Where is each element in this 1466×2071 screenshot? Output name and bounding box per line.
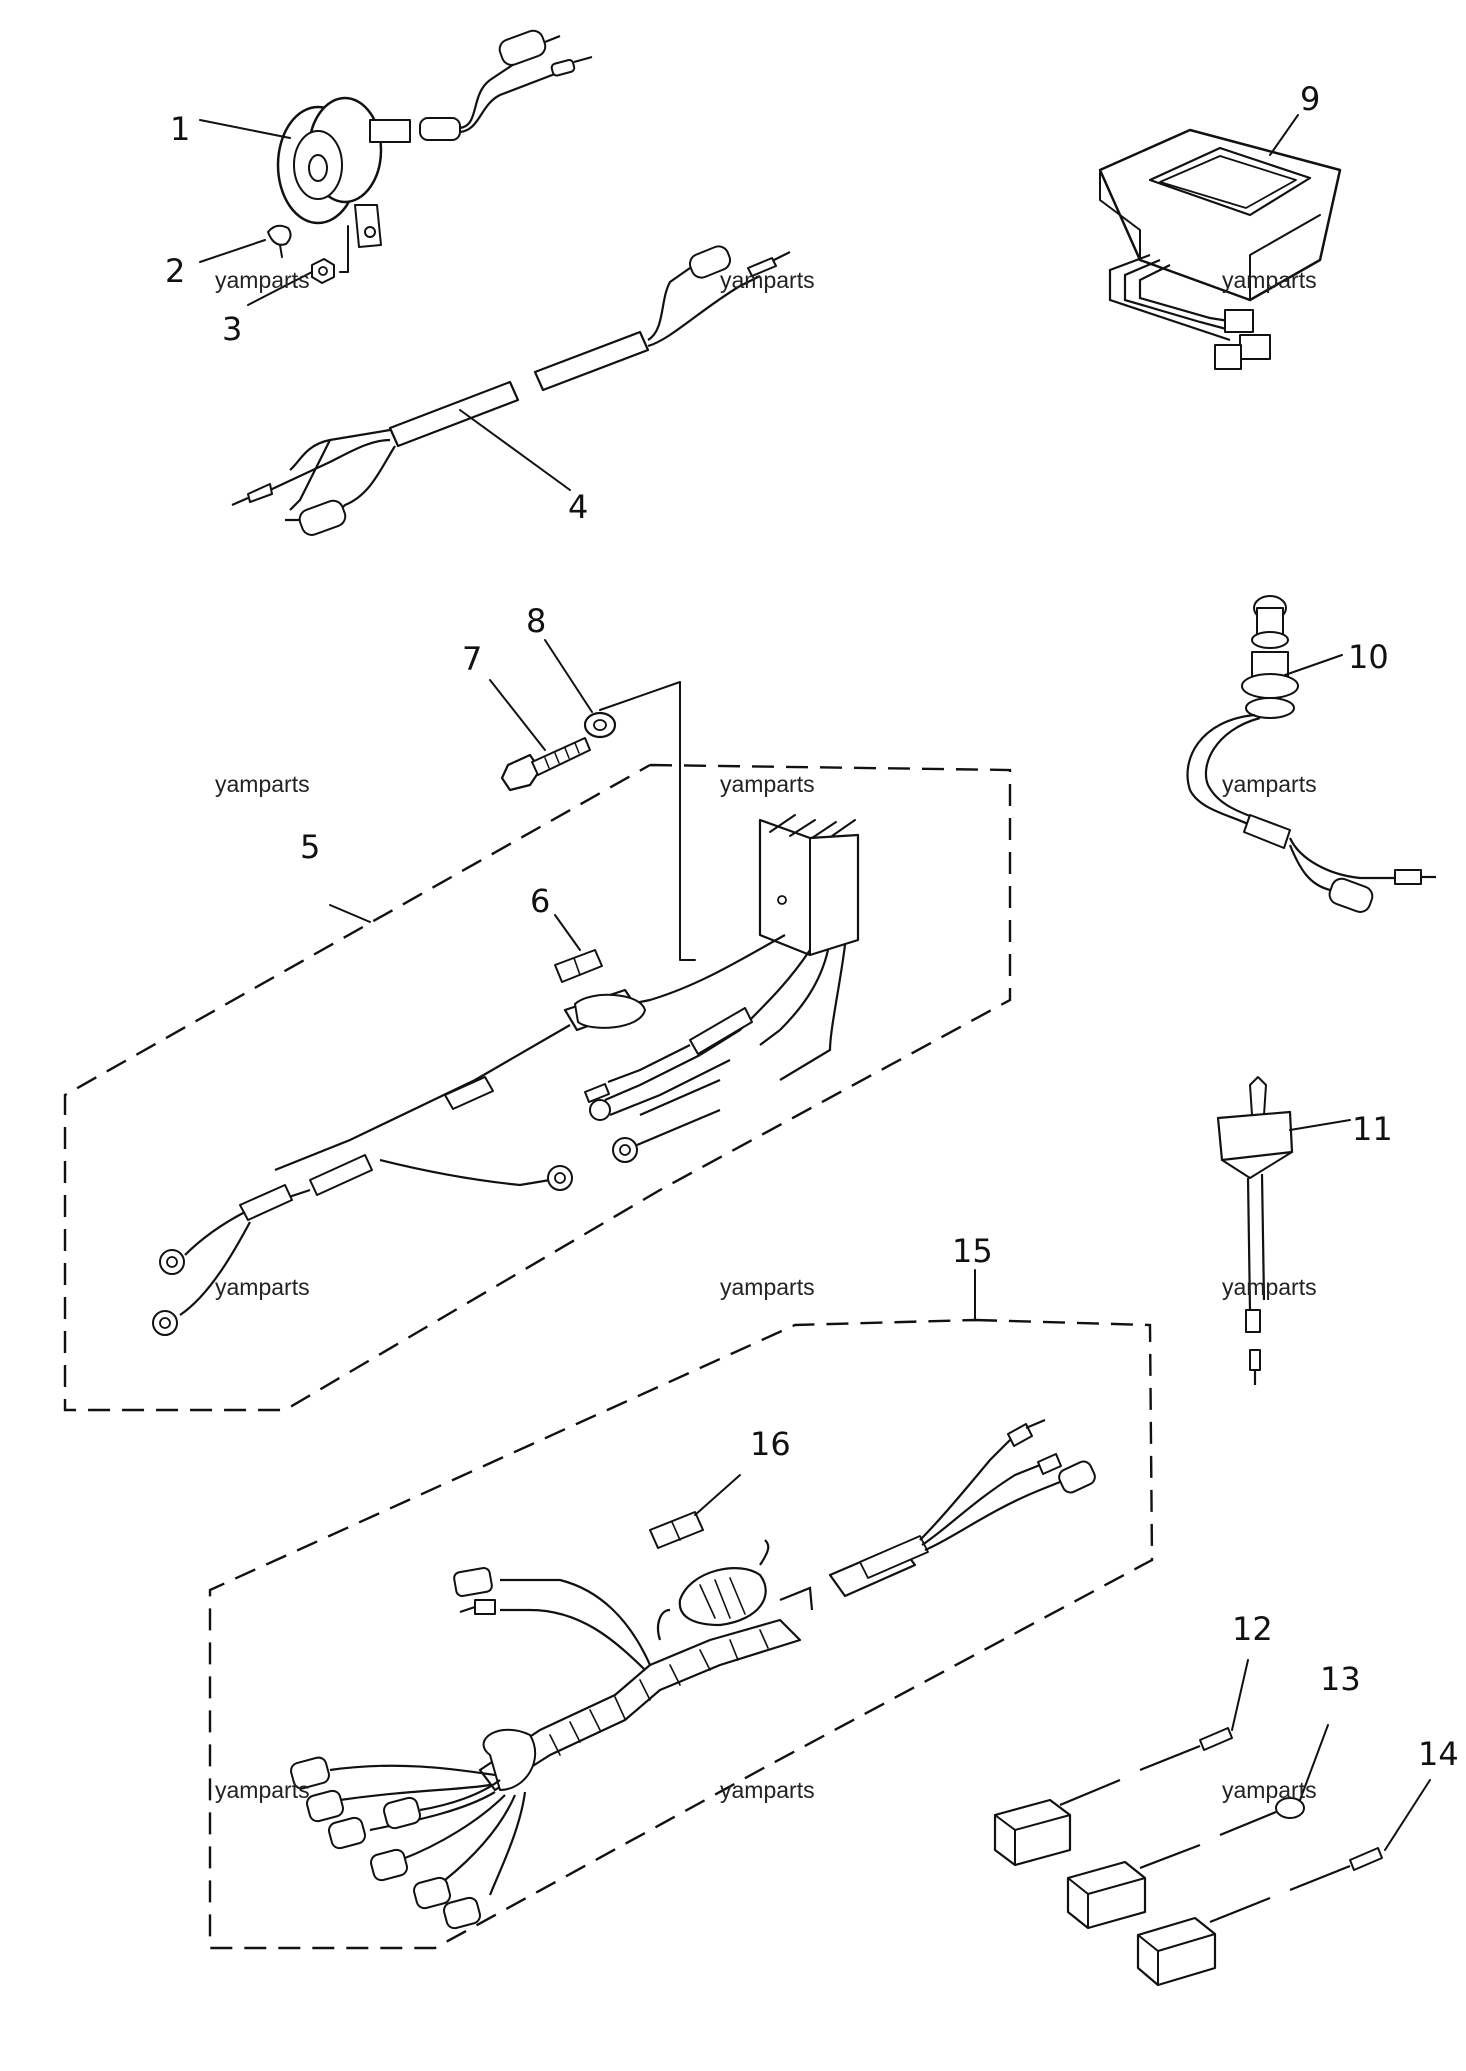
watermark-text: yamparts [215, 1777, 310, 1803]
watermark-text: yamparts [1222, 1274, 1317, 1300]
callout-12: 12 [1232, 1610, 1273, 1648]
watermark-text: yamparts [720, 1274, 815, 1300]
callout-15: 15 [952, 1232, 993, 1270]
callout-3: 3 [222, 310, 242, 348]
part-5-rectifier-harness [63, 681, 1012, 1412]
part-12-lead [993, 1659, 1249, 1867]
leader-2 [199, 239, 266, 263]
leader-3 [247, 271, 313, 306]
watermark-text: yamparts [215, 267, 310, 293]
part-14-lead [1136, 1779, 1431, 1987]
watermark-text: yamparts [1222, 1777, 1317, 1803]
leader-1 [199, 119, 291, 139]
callout-16: 16 [750, 1425, 791, 1463]
callout-13: 13 [1320, 1660, 1361, 1698]
watermark-text: yamparts [215, 771, 310, 797]
callout-5: 5 [300, 828, 320, 866]
part-11-stop-switch [1216, 1076, 1351, 1385]
part-1-buzzer [276, 29, 593, 248]
part-13-lead [1066, 1724, 1329, 1930]
callout-6: 6 [530, 882, 550, 920]
callout-8: 8 [526, 602, 546, 640]
callout-10: 10 [1348, 638, 1389, 676]
watermark-text: yamparts [1222, 771, 1317, 797]
callout-2: 2 [165, 252, 185, 290]
callout-7: 7 [462, 640, 482, 678]
part-9-control-box [1098, 128, 1342, 370]
callout-4: 4 [568, 488, 588, 526]
leader-9 [1269, 114, 1299, 156]
watermark-text: yamparts [1222, 267, 1317, 293]
watermark-text: yamparts [720, 267, 815, 293]
part-6-fuse [554, 914, 603, 983]
part-2-screw [267, 224, 292, 258]
callout-1: 1 [170, 110, 190, 148]
callout-11: 11 [1352, 1110, 1393, 1148]
part-10-main-switch [1186, 595, 1436, 913]
part-16-fuse [649, 1474, 741, 1549]
part-4-extension-lead [231, 245, 791, 536]
part-3-nut [311, 258, 335, 284]
part-15-wire-harness [208, 1269, 1154, 1950]
watermark-text: yamparts [215, 1274, 310, 1300]
part-7-bolt [489, 679, 591, 792]
callout-9: 9 [1300, 80, 1320, 118]
watermark-text: yamparts [720, 771, 815, 797]
watermark-text: yamparts [720, 1777, 815, 1803]
part-8-washer [544, 639, 617, 739]
callout-14: 14 [1418, 1735, 1459, 1773]
